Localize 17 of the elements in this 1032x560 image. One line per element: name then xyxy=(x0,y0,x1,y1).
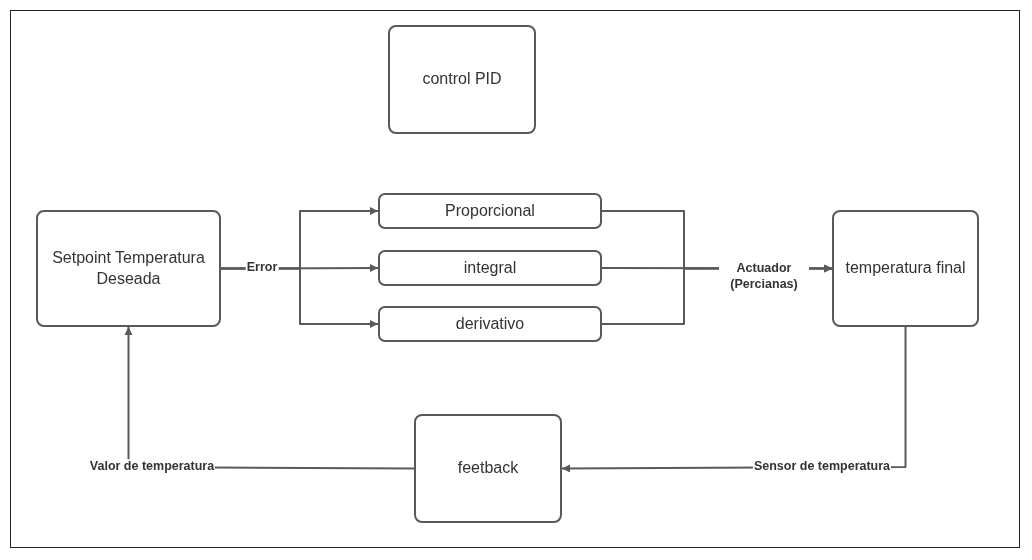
process-box xyxy=(378,193,602,229)
process-box xyxy=(378,250,602,286)
node-text: feetback xyxy=(457,458,519,479)
node-text: derivativo xyxy=(455,313,525,334)
process-box xyxy=(414,414,562,523)
edge-label: Sensor de temperatura xyxy=(752,459,892,475)
node-text: Proporcional xyxy=(445,200,535,221)
node-text: integral xyxy=(463,257,517,278)
process-box xyxy=(832,210,979,327)
process-box xyxy=(36,210,221,327)
process-box xyxy=(378,306,602,342)
edge-label: Valor de temperatura xyxy=(88,459,216,475)
process-box xyxy=(388,25,536,134)
node-text: control PID xyxy=(422,69,502,90)
node-text: temperatura final xyxy=(845,258,966,279)
node-text: Setpoint Temperatura Deseada xyxy=(51,247,206,289)
edge-label: Actuador (Percianas) xyxy=(719,261,809,293)
